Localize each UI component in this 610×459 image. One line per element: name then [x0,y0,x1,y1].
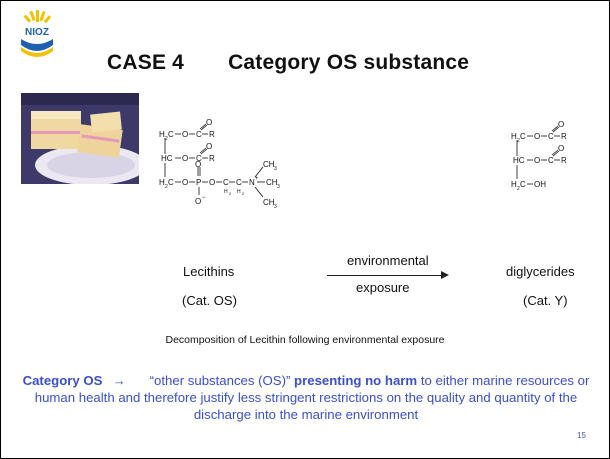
svg-text:O: O [558,144,564,153]
svg-text:N: N [249,178,255,187]
reaction-arrow [327,275,447,276]
svg-text:2: 2 [242,191,245,196]
diglycerides-category: (Cat. Y) [523,293,568,308]
svg-text:OH: OH [534,180,546,189]
svg-text:3: 3 [277,184,280,190]
svg-text:HC: HC [513,156,525,165]
definition-paragraph: Category OS → “other substances (OS)” pres… [21,372,591,423]
diglycerides-label: diglycerides [506,264,575,279]
svg-text:C: C [223,178,229,187]
svg-text:P: P [196,178,201,187]
svg-text:O: O [182,154,188,163]
svg-text:C: C [548,132,554,141]
svg-text:C: C [236,178,242,187]
page-title: CASE 4 Category OS substance [107,51,469,75]
svg-text:C: C [548,156,554,165]
logo-text: NIOZ [25,27,49,38]
arrow-label-bottom: exposure [356,280,410,295]
svg-text:C: C [520,180,526,189]
svg-text:O: O [206,142,212,151]
svg-text:O: O [195,160,201,169]
svg-text:H: H [159,178,165,187]
svg-text:3: 3 [274,204,277,210]
svg-text:R: R [561,132,567,141]
svg-text:C: C [168,178,174,187]
para-rest: to either marine resources or human heal… [34,373,590,422]
svg-text:O: O [206,118,212,127]
svg-text:O: O [209,178,215,187]
svg-text:CH: CH [263,198,275,207]
product-photo-icon [21,93,139,184]
page-number: 15 [577,431,586,440]
lecithins-category: (Cat. OS) [182,293,237,308]
svg-text:3: 3 [274,166,277,172]
svg-text:H: H [511,180,517,189]
para-lead: Category OS [22,373,103,388]
svg-text:H: H [159,130,165,139]
svg-text:C: C [520,132,526,141]
title-category: Category OS substance [228,51,470,74]
lecithins-label: Lecithins [183,264,235,279]
svg-text:C: C [168,130,174,139]
svg-text:2: 2 [517,186,520,192]
svg-text:C: C [196,154,202,163]
svg-text:CH: CH [266,178,278,187]
svg-text:R: R [209,130,215,139]
svg-text:H: H [224,189,228,195]
svg-text:O: O [182,130,188,139]
svg-text:2: 2 [517,138,520,144]
para-bold: presenting no harm [294,373,418,388]
figure-caption: Decomposition of Lecithin following envi… [165,334,445,346]
right-arrow-icon: → [112,373,126,388]
svg-text:H: H [237,189,241,195]
svg-text:+: + [255,176,259,182]
title-case: CASE 4 [107,51,185,74]
svg-text:H: H [511,132,517,141]
svg-text:C: C [196,130,202,139]
svg-text:R: R [561,156,567,165]
svg-text:R: R [209,154,215,163]
svg-text:HC: HC [161,154,173,163]
svg-text:O: O [534,156,540,165]
arrow-head-icon [441,271,449,279]
svg-text:O: O [195,197,201,206]
svg-text:CH: CH [263,160,275,169]
svg-text:2: 2 [165,184,168,190]
arrow-label-top: environmental [347,253,429,268]
svg-text:O: O [558,120,564,129]
nioz-logo-icon: NIOZ [21,10,53,57]
svg-text:O: O [182,178,188,187]
para-quote: “other substances (OS)” [149,373,291,388]
svg-text:2: 2 [165,136,168,142]
svg-text:−: − [202,195,206,201]
svg-text:O: O [534,132,540,141]
svg-text:2: 2 [229,191,232,196]
